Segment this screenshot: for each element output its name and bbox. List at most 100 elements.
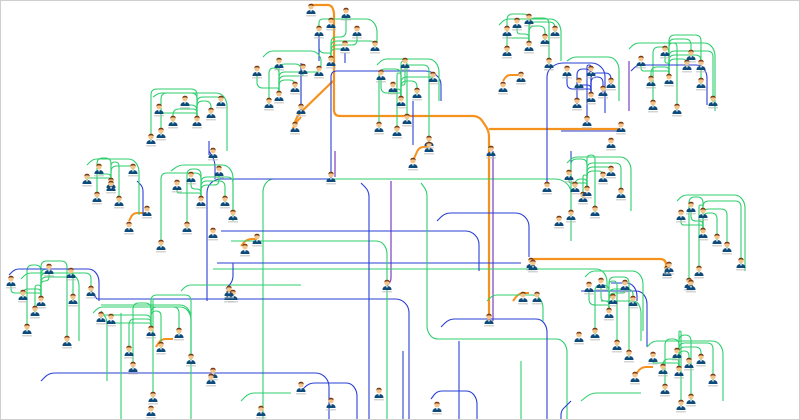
person-avatar-icon[interactable] [428, 71, 438, 85]
person-avatar-icon[interactable] [154, 103, 164, 117]
person-avatar-icon[interactable] [712, 233, 722, 247]
person-avatar-icon[interactable] [264, 97, 274, 111]
person-avatar-icon[interactable] [662, 265, 672, 279]
person-avatar-icon[interactable] [326, 55, 336, 69]
person-avatar-icon[interactable] [544, 57, 554, 71]
person-avatar-icon[interactable] [686, 201, 696, 215]
person-avatar-icon[interactable] [62, 335, 72, 349]
person-avatar-icon[interactable] [630, 371, 640, 385]
person-avatar-icon[interactable] [106, 180, 116, 194]
person-avatar-icon[interactable] [696, 59, 706, 73]
person-avatar-icon[interactable] [124, 345, 134, 359]
person-avatar-icon[interactable] [388, 81, 398, 95]
person-avatar-icon[interactable] [686, 279, 696, 293]
person-avatar-icon[interactable] [326, 171, 336, 185]
person-avatar-icon[interactable] [616, 121, 626, 135]
person-avatar-icon[interactable] [374, 387, 384, 401]
person-avatar-icon[interactable] [518, 291, 528, 305]
person-avatar-icon[interactable] [598, 85, 608, 99]
person-avatar-icon[interactable] [44, 263, 54, 277]
person-avatar-icon[interactable] [676, 209, 686, 223]
person-avatar-icon[interactable] [708, 373, 718, 387]
person-avatar-icon[interactable] [252, 233, 262, 247]
person-avatar-icon[interactable] [86, 285, 96, 299]
person-avatar-icon[interactable] [604, 307, 614, 321]
person-avatar-icon[interactable] [106, 313, 116, 327]
person-avatar-icon[interactable] [484, 313, 494, 327]
person-avatar-icon[interactable] [672, 103, 682, 117]
person-avatar-icon[interactable] [606, 137, 616, 151]
person-avatar-icon[interactable] [648, 351, 658, 365]
person-avatar-icon[interactable] [606, 77, 616, 91]
person-avatar-icon[interactable] [156, 239, 166, 253]
person-avatar-icon[interactable] [698, 207, 708, 221]
person-avatar-icon[interactable] [608, 293, 618, 307]
person-avatar-icon[interactable] [676, 399, 686, 413]
person-avatar-icon[interactable] [216, 95, 226, 109]
person-avatar-icon[interactable] [66, 267, 76, 281]
person-avatar-icon[interactable] [572, 97, 582, 111]
person-avatar-icon[interactable] [36, 295, 46, 309]
person-avatar-icon[interactable] [192, 115, 202, 129]
person-avatar-icon[interactable] [598, 171, 608, 185]
person-avatar-icon[interactable] [574, 77, 584, 91]
person-avatar-icon[interactable] [674, 365, 684, 379]
person-avatar-icon[interactable] [686, 393, 696, 407]
person-avatar-icon[interactable] [370, 40, 380, 54]
person-avatar-icon[interactable] [186, 171, 196, 185]
person-avatar-icon[interactable] [314, 65, 324, 79]
person-avatar-icon[interactable] [182, 221, 192, 235]
person-avatar-icon[interactable] [624, 349, 634, 363]
person-avatar-icon[interactable] [290, 121, 300, 135]
person-avatar-icon[interactable] [502, 45, 512, 59]
person-avatar-icon[interactable] [596, 277, 606, 291]
person-avatar-icon[interactable] [128, 361, 138, 375]
person-avatar-icon[interactable] [274, 90, 284, 104]
person-avatar-icon[interactable] [516, 71, 526, 85]
person-avatar-icon[interactable] [256, 405, 266, 419]
person-avatar-icon[interactable] [68, 293, 78, 307]
person-avatar-icon[interactable] [672, 347, 682, 361]
person-avatar-icon[interactable] [586, 91, 596, 105]
person-avatar-icon[interactable] [224, 285, 234, 299]
person-avatar-icon[interactable] [396, 95, 406, 109]
person-avatar-icon[interactable] [340, 40, 350, 54]
person-avatar-icon[interactable] [554, 215, 564, 229]
person-avatar-icon[interactable] [408, 157, 418, 171]
person-avatar-icon[interactable] [274, 57, 284, 71]
person-avatar-icon[interactable] [564, 169, 574, 183]
person-avatar-icon[interactable] [220, 195, 230, 209]
person-avatar-icon[interactable] [684, 357, 694, 371]
person-avatar-icon[interactable] [694, 265, 704, 279]
person-avatar-icon[interactable] [186, 353, 196, 367]
person-avatar-icon[interactable] [424, 141, 434, 155]
person-avatar-icon[interactable] [616, 187, 626, 201]
person-avatar-icon[interactable] [540, 33, 550, 47]
person-avatar-icon[interactable] [432, 401, 442, 415]
person-avatar-icon[interactable] [206, 373, 216, 387]
person-avatar-icon[interactable] [562, 65, 572, 79]
person-avatar-icon[interactable] [722, 241, 732, 255]
person-avatar-icon[interactable] [528, 259, 538, 273]
person-avatar-icon[interactable] [586, 65, 596, 79]
person-avatar-icon[interactable] [400, 57, 410, 71]
person-avatar-icon[interactable] [172, 179, 182, 193]
person-avatar-icon[interactable] [374, 121, 384, 135]
person-avatar-icon[interactable] [532, 291, 542, 305]
person-avatar-icon[interactable] [128, 163, 138, 177]
person-avatar-icon[interactable] [228, 209, 238, 223]
person-avatar-icon[interactable] [584, 281, 594, 295]
person-avatar-icon[interactable] [352, 25, 362, 39]
person-avatar-icon[interactable] [582, 185, 592, 199]
person-avatar-icon[interactable] [550, 25, 560, 39]
person-avatar-icon[interactable] [146, 405, 156, 419]
person-avatar-icon[interactable] [574, 331, 584, 345]
person-avatar-icon[interactable] [606, 165, 616, 179]
person-avatar-icon[interactable] [660, 45, 670, 59]
person-avatar-icon[interactable] [696, 77, 706, 91]
person-avatar-icon[interactable] [582, 115, 592, 129]
person-avatar-icon[interactable] [296, 381, 306, 395]
person-avatar-icon[interactable] [512, 17, 522, 31]
person-avatar-icon[interactable] [174, 327, 184, 341]
